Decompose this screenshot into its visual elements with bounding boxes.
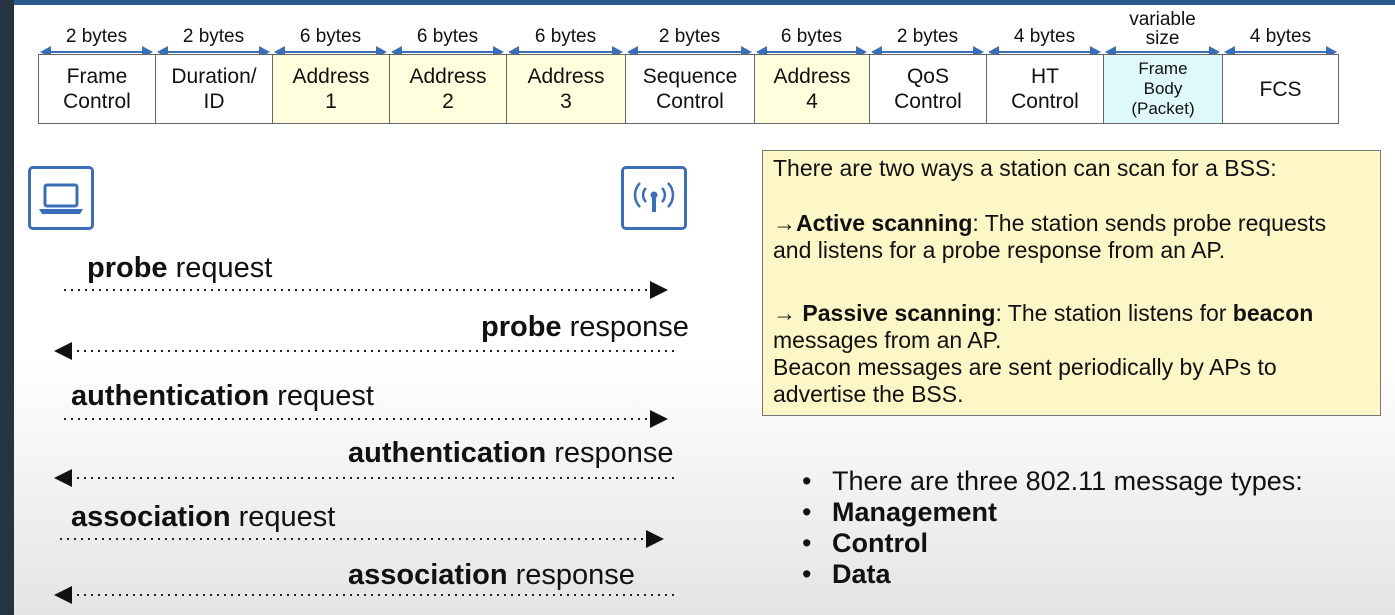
access-point-icon xyxy=(621,166,687,230)
arrow-glyph: → xyxy=(773,210,796,236)
message-kind: request xyxy=(269,380,374,412)
field-label: (Packet) xyxy=(1131,99,1195,118)
field-label: HT xyxy=(1030,65,1059,88)
message-type: Management xyxy=(832,497,998,527)
message-arrow-head xyxy=(54,469,72,487)
field-label: Control xyxy=(63,90,131,113)
field-size: 6 bytes xyxy=(780,26,843,47)
field-label: ID xyxy=(203,90,225,113)
list-item: Data xyxy=(800,559,1303,590)
beacon-term: beacon xyxy=(1232,300,1314,326)
active-scanning-term: Active scanning xyxy=(796,210,973,236)
field-label: 1 xyxy=(325,90,337,113)
field-label: Address xyxy=(292,65,370,88)
message-keyword: authentication xyxy=(348,437,547,469)
field-label: 3 xyxy=(560,90,572,113)
passive-scanning-text: → Passive scanning: The station listens … xyxy=(773,300,1370,354)
field-label: Duration/ xyxy=(171,65,257,88)
message-kind: request xyxy=(167,252,273,284)
message-kind: request xyxy=(230,501,336,533)
info-intro: There are two ways a station can scan fo… xyxy=(773,155,1277,181)
field-size: 2 bytes xyxy=(896,26,959,47)
field-size-variable: variable size xyxy=(1103,10,1222,50)
field-label: Control xyxy=(1011,90,1079,113)
message-keyword: probe xyxy=(87,252,168,284)
field-label: Address xyxy=(409,65,487,88)
field-size-line: variable xyxy=(1129,9,1196,30)
field-label: Body xyxy=(1143,79,1183,98)
association-response-label: association response xyxy=(348,558,635,592)
message-kind: response xyxy=(546,437,674,469)
field-label: Frame xyxy=(1138,59,1188,78)
beacon-text: Beacon messages are sent periodically by… xyxy=(773,354,1277,407)
passive-scanning-term: Passive scanning xyxy=(802,300,996,326)
field-size: 2 bytes xyxy=(182,26,245,47)
field-size-line: size xyxy=(1145,28,1180,49)
message-keyword: authentication xyxy=(71,380,270,412)
association-request-label: association request xyxy=(71,500,335,534)
field-size: 6 bytes xyxy=(299,26,362,47)
message-keyword: probe xyxy=(481,311,562,343)
field-size: 2 bytes xyxy=(65,26,128,47)
authentication-request-label: authentication request xyxy=(71,379,374,413)
field-size: 4 bytes xyxy=(1013,26,1076,47)
active-scanning-desc: : The station sends probe requests and l… xyxy=(773,210,1327,263)
message-keyword: association xyxy=(348,559,508,591)
message-types-list: There are three 802.11 message types: Ma… xyxy=(800,466,1303,590)
message-type: Data xyxy=(832,559,891,589)
field-label: QoS xyxy=(906,65,949,88)
field-label: FCS xyxy=(1259,77,1302,101)
field-label: Frame xyxy=(66,65,128,88)
field-label: Address xyxy=(527,65,605,88)
scanning-info-box: There are two ways a station can scan fo… xyxy=(762,150,1381,416)
list-item: There are three 802.11 message types: xyxy=(800,466,1303,497)
message-arrow-head xyxy=(646,530,664,548)
top-accent-bar xyxy=(0,0,1395,5)
authentication-response-label: authentication response xyxy=(348,436,674,470)
passive-scanning-desc: messages from an AP. xyxy=(773,327,1002,353)
message-arrow-head xyxy=(650,410,668,428)
message-kind: response xyxy=(507,559,635,591)
probe-request-label: probe request xyxy=(87,251,272,285)
exchange-arrows xyxy=(54,281,676,604)
field-duration-id: Duration/ID xyxy=(155,54,273,124)
active-scanning-text: →Active scanning: The station sends prob… xyxy=(773,210,1370,264)
message-type: Control xyxy=(832,528,928,558)
message-kind: response xyxy=(561,311,689,343)
frame-format-diagram: 2 bytes 2 bytes 6 bytes 6 bytes 6 bytes … xyxy=(0,0,1395,135)
field-label: Control xyxy=(656,90,724,113)
arrow-glyph: → xyxy=(773,300,803,326)
message-arrow-head xyxy=(54,586,72,604)
field-size: 6 bytes xyxy=(416,26,479,47)
field-size: 6 bytes xyxy=(534,26,597,47)
message-arrow-head xyxy=(650,281,668,299)
left-window-edge xyxy=(0,0,14,615)
field-label: Control xyxy=(894,90,962,113)
field-size: 2 bytes xyxy=(658,26,721,47)
message-keyword: association xyxy=(71,501,231,533)
message-arrow-head xyxy=(54,342,72,360)
list-item: Management xyxy=(800,497,1303,528)
field-label: 4 xyxy=(806,90,818,113)
passive-scanning-desc: : The station listens for xyxy=(995,300,1233,326)
field-size: 4 bytes xyxy=(1249,26,1312,47)
laptop-icon xyxy=(28,166,94,230)
list-item: Control xyxy=(800,528,1303,559)
field-label: Address xyxy=(773,65,851,88)
field-label: 2 xyxy=(442,90,454,113)
probe-response-label: probe response xyxy=(481,310,689,344)
field-label: Sequence xyxy=(642,65,738,88)
field-fcs: FCS xyxy=(1222,54,1339,124)
